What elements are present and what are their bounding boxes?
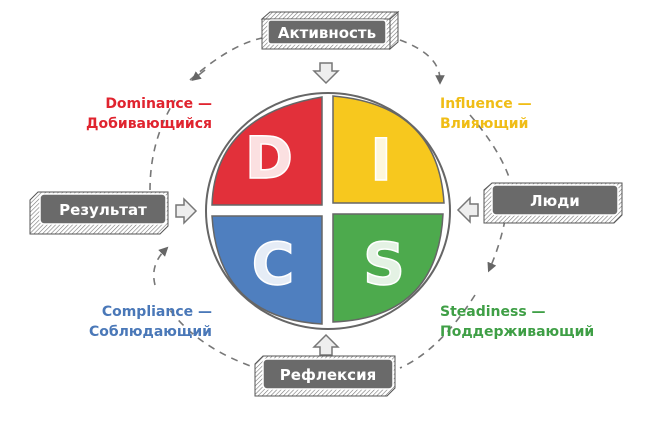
arrow-up-icon xyxy=(312,333,340,356)
label-influence-name: Influence xyxy=(440,96,513,112)
label-dominance: Dominance — Добивающийся xyxy=(86,96,212,132)
dash: — xyxy=(198,304,212,320)
cycle-arc-right-bottom xyxy=(487,219,506,273)
box-right-label: Люди xyxy=(530,192,580,210)
cycle-arrows xyxy=(149,37,511,371)
svg-text:Compliance —: Compliance — xyxy=(102,304,212,320)
arrow-right-icon xyxy=(175,197,198,225)
label-compliance-name: Compliance xyxy=(102,304,193,320)
box-right: Люди xyxy=(483,182,623,224)
arrow-down-icon xyxy=(312,62,340,85)
cycle-arc-top-right xyxy=(399,39,445,85)
box-bottom-label: Рефлексия xyxy=(280,366,376,384)
cycle-arrow-top-left xyxy=(191,69,206,81)
dash: — xyxy=(532,304,546,320)
letter-s: S xyxy=(363,230,405,298)
label-steadiness-name: Steadiness xyxy=(440,304,527,320)
label-steadiness-translation: Поддерживающий xyxy=(440,324,594,340)
label-steadiness: Steadiness — Поддерживающий xyxy=(440,304,594,340)
cycle-arc-bottom-right xyxy=(399,294,476,369)
letter-i: I xyxy=(370,126,392,194)
box-left: Результат xyxy=(29,191,169,235)
quadrant-i xyxy=(332,95,445,204)
box-top-label: Активность xyxy=(278,24,376,42)
svg-text:Steadiness —: Steadiness — xyxy=(440,304,546,320)
box-left-label: Результат xyxy=(59,201,147,219)
letter-c: C xyxy=(252,230,295,298)
cycle-arc-left xyxy=(149,99,176,191)
cycle-arc-left-bottom xyxy=(152,246,169,286)
letter-d: D xyxy=(245,124,293,192)
quadrant-s xyxy=(332,213,444,323)
cycle-arc-bottom-left xyxy=(169,309,263,371)
box-top: Активность xyxy=(260,10,400,51)
box-bottom: Рефлексия xyxy=(254,355,396,397)
label-compliance-translation: Соблюдающий xyxy=(89,324,212,340)
quadrant-c xyxy=(211,215,323,325)
label-dominance-name: Dominance xyxy=(105,96,193,112)
label-influence: Influence — Влияющий xyxy=(440,96,532,132)
disc-circle: D I C S xyxy=(205,92,451,330)
svg-text:Influence —: Influence — xyxy=(440,96,532,112)
dash: — xyxy=(198,96,212,112)
dash: — xyxy=(518,96,532,112)
svg-text:Dominance —: Dominance — xyxy=(105,96,212,112)
arrow-left-icon xyxy=(456,196,479,224)
label-compliance: Compliance — Соблюдающий xyxy=(89,304,212,340)
label-influence-translation: Влияющий xyxy=(440,116,528,132)
quadrant-d xyxy=(211,96,323,206)
cycle-arc-right xyxy=(469,114,511,181)
label-dominance-translation: Добивающийся xyxy=(86,116,212,132)
